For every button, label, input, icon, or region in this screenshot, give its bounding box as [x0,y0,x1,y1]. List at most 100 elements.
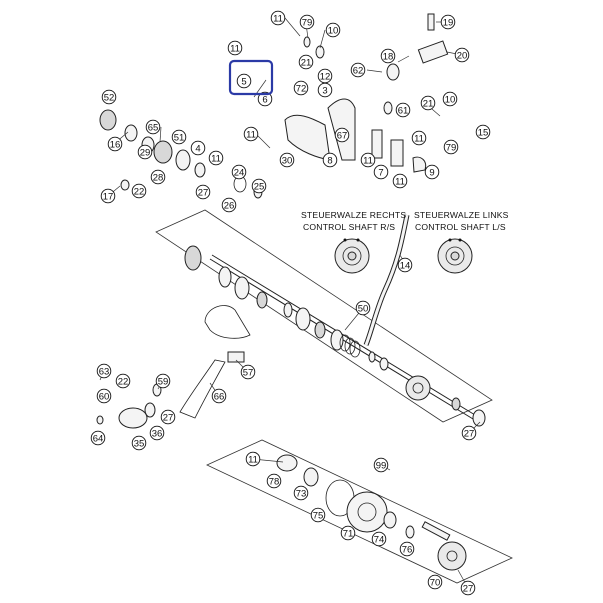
callout-marker[interactable]: 52 [101,89,117,105]
callout-marker[interactable]: 26 [221,197,237,213]
callout-marker[interactable]: 30 [279,152,295,168]
svg-text:14: 14 [400,260,411,271]
callout-marker[interactable]: 27 [195,184,211,200]
svg-text:29: 29 [140,147,151,158]
callout-marker[interactable]: 11 [270,10,286,26]
callout-marker[interactable]: 11 [392,173,408,189]
callout-marker[interactable]: 25 [251,178,267,194]
svg-text:3: 3 [322,85,327,96]
svg-text:64: 64 [93,433,104,444]
callout-marker[interactable]: 12 [317,68,333,84]
callout-marker[interactable]: 71 [340,525,356,541]
callout-marker[interactable]: 21 [298,54,314,70]
selected-part-highlight [228,59,274,96]
callout-marker[interactable]: 11 [243,126,259,142]
callout-marker[interactable]: 74 [371,531,387,547]
callout-marker[interactable]: 16 [107,136,123,152]
svg-text:8: 8 [327,155,332,166]
svg-text:27: 27 [163,412,174,423]
callout-marker[interactable]: 9 [424,164,440,180]
callout-marker[interactable]: 73 [293,485,309,501]
callout-marker[interactable]: 79 [299,14,315,30]
callout-marker[interactable]: 36 [149,425,165,441]
svg-text:73: 73 [296,488,307,499]
svg-text:5: 5 [241,76,246,87]
callout-marker[interactable]: 51 [171,129,187,145]
callout-marker[interactable]: 15 [475,124,491,140]
callout-marker[interactable]: 27 [160,409,176,425]
callout-marker[interactable]: 57 [240,364,256,380]
callout-marker[interactable]: 11 [208,150,224,166]
callout-marker[interactable]: 29 [137,144,153,160]
svg-text:75: 75 [313,510,324,521]
callout-marker[interactable]: 61 [395,102,411,118]
callout-marker[interactable]: 62 [350,62,366,78]
callout-marker[interactable]: 27 [460,580,476,596]
svg-text:7: 7 [378,167,383,178]
callout-marker[interactable]: 11 [360,152,376,168]
svg-text:79: 79 [446,142,457,153]
callout-marker[interactable]: 20 [454,47,470,63]
left-lower-parts [96,305,251,429]
callout-marker[interactable]: 63 [96,363,112,379]
main-assembly-box [155,209,493,423]
callout-marker[interactable]: 14 [397,257,413,273]
callout-marker[interactable]: 4 [190,140,206,156]
svg-text:18: 18 [383,51,394,62]
callout-marker[interactable]: 35 [131,435,147,451]
callout-marker[interactable]: 6 [257,91,273,107]
callout-marker[interactable]: 10 [325,22,341,38]
callout-marker[interactable]: 21 [420,95,436,111]
svg-text:78: 78 [269,476,280,487]
svg-text:70: 70 [430,577,441,588]
callout-marker[interactable]: 70 [427,574,443,590]
callout-marker[interactable]: 5 [236,73,252,89]
callout-marker[interactable]: 8 [322,152,338,168]
svg-text:9: 9 [429,167,434,178]
svg-text:16: 16 [110,139,121,150]
callout-marker[interactable]: 24 [231,164,247,180]
svg-text:10: 10 [328,25,339,36]
callout-marker[interactable]: 59 [155,373,171,389]
svg-text:27: 27 [198,187,209,198]
callout-marker[interactable]: 60 [96,388,112,404]
callout-marker[interactable]: 27 [461,425,477,441]
svg-text:62: 62 [353,65,364,76]
callout-marker[interactable]: 11 [411,130,427,146]
control-shaft-left-gear [437,238,473,274]
callout-marker[interactable]: 22 [115,373,131,389]
callout-marker[interactable]: 66 [211,388,227,404]
callout-marker[interactable]: 99 [373,457,389,473]
svg-text:11: 11 [273,13,283,24]
svg-text:24: 24 [234,167,245,178]
callout-marker[interactable]: 67 [334,127,350,143]
callout-marker[interactable]: 3 [317,82,333,98]
callout-marker[interactable]: 19 [440,14,456,30]
callout-marker[interactable]: 78 [266,473,282,489]
callout-marker[interactable]: 10 [442,91,458,107]
callout-marker[interactable]: 75 [310,507,326,523]
callout-marker[interactable]: 50 [355,300,371,316]
callout-marker[interactable]: 18 [380,48,396,64]
callout-marker[interactable]: 65 [145,119,161,135]
callout-marker[interactable]: 79 [443,139,459,155]
callout-marker[interactable]: 64 [90,430,106,446]
callout-marker[interactable]: 22 [131,183,147,199]
svg-text:35: 35 [134,438,145,449]
svg-text:71: 71 [343,528,354,539]
svg-text:36: 36 [152,428,163,439]
svg-text:99: 99 [376,460,387,471]
callout-marker[interactable]: 76 [399,541,415,557]
svg-text:60: 60 [99,391,110,402]
callout-marker[interactable]: 72 [293,80,309,96]
callout-marker[interactable]: 7 [373,164,389,180]
callout-marker[interactable]: 28 [150,169,166,185]
callout-marker[interactable]: 11 [245,451,261,467]
svg-text:11: 11 [395,176,405,187]
callout-marker[interactable]: 11 [227,40,243,56]
callout-marker[interactable]: 17 [100,188,116,204]
main-shaft [184,245,486,427]
svg-text:21: 21 [423,98,434,109]
caption-left-line2: CONTROL SHAFT L/S [415,222,506,232]
